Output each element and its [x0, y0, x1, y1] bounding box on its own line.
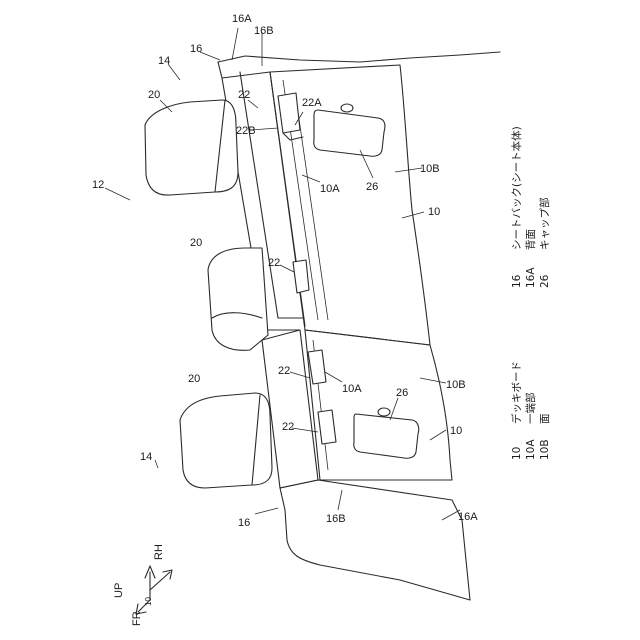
headrest-upper — [145, 100, 238, 195]
label-16A-lower: 16A — [458, 511, 478, 523]
legend-num-10: 10 — [511, 447, 523, 460]
label-16B-lower: 16B — [326, 513, 346, 525]
direction-labels: UP RH FR 10 — [113, 544, 165, 626]
direction-rh: RH — [153, 544, 165, 560]
legend-text-16: シートバック(シート本体) — [510, 126, 523, 250]
seat-back-lower — [280, 480, 470, 600]
label-22A: 22A — [302, 97, 322, 109]
legend-num-16A: 16A — [525, 267, 537, 288]
label-16A-top: 16A — [232, 13, 252, 25]
label-16B-top: 16B — [254, 25, 274, 37]
label-10B-upper: 10B — [420, 163, 440, 175]
direction-fr: FR — [131, 611, 143, 626]
deck-board-upper — [270, 65, 430, 345]
label-22-d: 22 — [282, 421, 294, 433]
label-10B-lower: 10B — [446, 379, 466, 391]
legend-num-10A: 10A — [525, 439, 537, 460]
label-20-upper: 20 — [148, 89, 160, 101]
legend-text-10B: 面 — [539, 414, 551, 425]
headrest-middle — [208, 248, 268, 350]
legend-text-10A: 一端部 — [524, 393, 537, 425]
label-10-upper: 10 — [428, 206, 440, 218]
legend-num-10B: 10B — [539, 439, 551, 460]
label-22-c: 22 — [278, 365, 290, 377]
direction-fr-sub: 10 — [144, 597, 153, 606]
legend-text-16A: 背面 — [524, 229, 537, 250]
label-20-middle: 20 — [190, 237, 202, 249]
legend-num-16: 16 — [511, 274, 523, 288]
headrest-lower — [180, 393, 272, 488]
direction-up: UP — [113, 583, 125, 598]
legend: 16 シートバック(シート本体) 16A 背面 26 キャップ部 10 デッキボ… — [510, 126, 551, 460]
legend-num-26: 26 — [539, 274, 551, 288]
label-22-b: 22 — [268, 257, 280, 269]
label-22-a: 22 — [238, 89, 250, 101]
legend-text-26: キャップ部 — [538, 198, 551, 251]
legend-text-10: デッキボード — [510, 361, 523, 424]
deck-board-lower — [262, 330, 452, 488]
label-26-upper: 26 — [366, 181, 378, 193]
label-20-lower: 20 — [188, 373, 200, 385]
direction-arrows — [136, 566, 172, 614]
label-14-lower: 14 — [140, 451, 152, 463]
label-16-lower: 16 — [238, 517, 250, 529]
seat-back-upper — [218, 52, 500, 78]
label-26-lower: 26 — [396, 387, 408, 399]
label-12: 12 — [92, 179, 104, 191]
label-16-upper: 16 — [190, 43, 202, 55]
label-10A-lower: 10A — [342, 383, 362, 395]
label-14-upper: 14 — [158, 55, 170, 67]
label-22B: 22B — [236, 125, 256, 137]
label-10A-upper: 10A — [320, 183, 340, 195]
label-10-lower: 10 — [450, 425, 462, 437]
